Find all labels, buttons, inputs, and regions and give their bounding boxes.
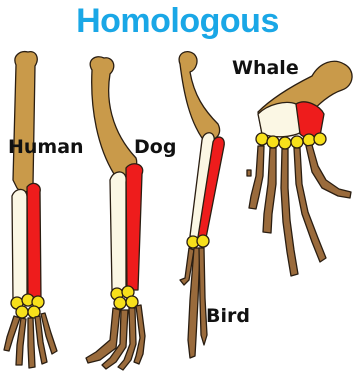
diagram-title: Homologous xyxy=(0,2,355,41)
label-dog: Dog xyxy=(134,136,176,158)
dog-paw xyxy=(86,305,145,370)
bird-digits xyxy=(180,248,207,358)
bird-humerus xyxy=(179,52,220,140)
human-ulna xyxy=(12,189,27,300)
whale-digits xyxy=(247,145,351,276)
human-forelimb xyxy=(4,52,57,368)
label-human: Human xyxy=(8,136,84,158)
dog-radius xyxy=(126,164,143,290)
dog-humerus xyxy=(90,57,137,176)
label-whale: Whale xyxy=(232,57,299,79)
bird-carpals xyxy=(187,235,209,248)
label-bird: Bird xyxy=(206,305,250,327)
whale-flipper xyxy=(247,61,352,276)
human-hand xyxy=(4,313,57,368)
human-humerus xyxy=(13,52,37,192)
human-carpals xyxy=(11,294,44,318)
human-radius xyxy=(27,183,41,300)
dog-forelimb xyxy=(86,57,145,370)
dog-carpals xyxy=(111,286,138,309)
dog-ulna xyxy=(110,172,126,290)
